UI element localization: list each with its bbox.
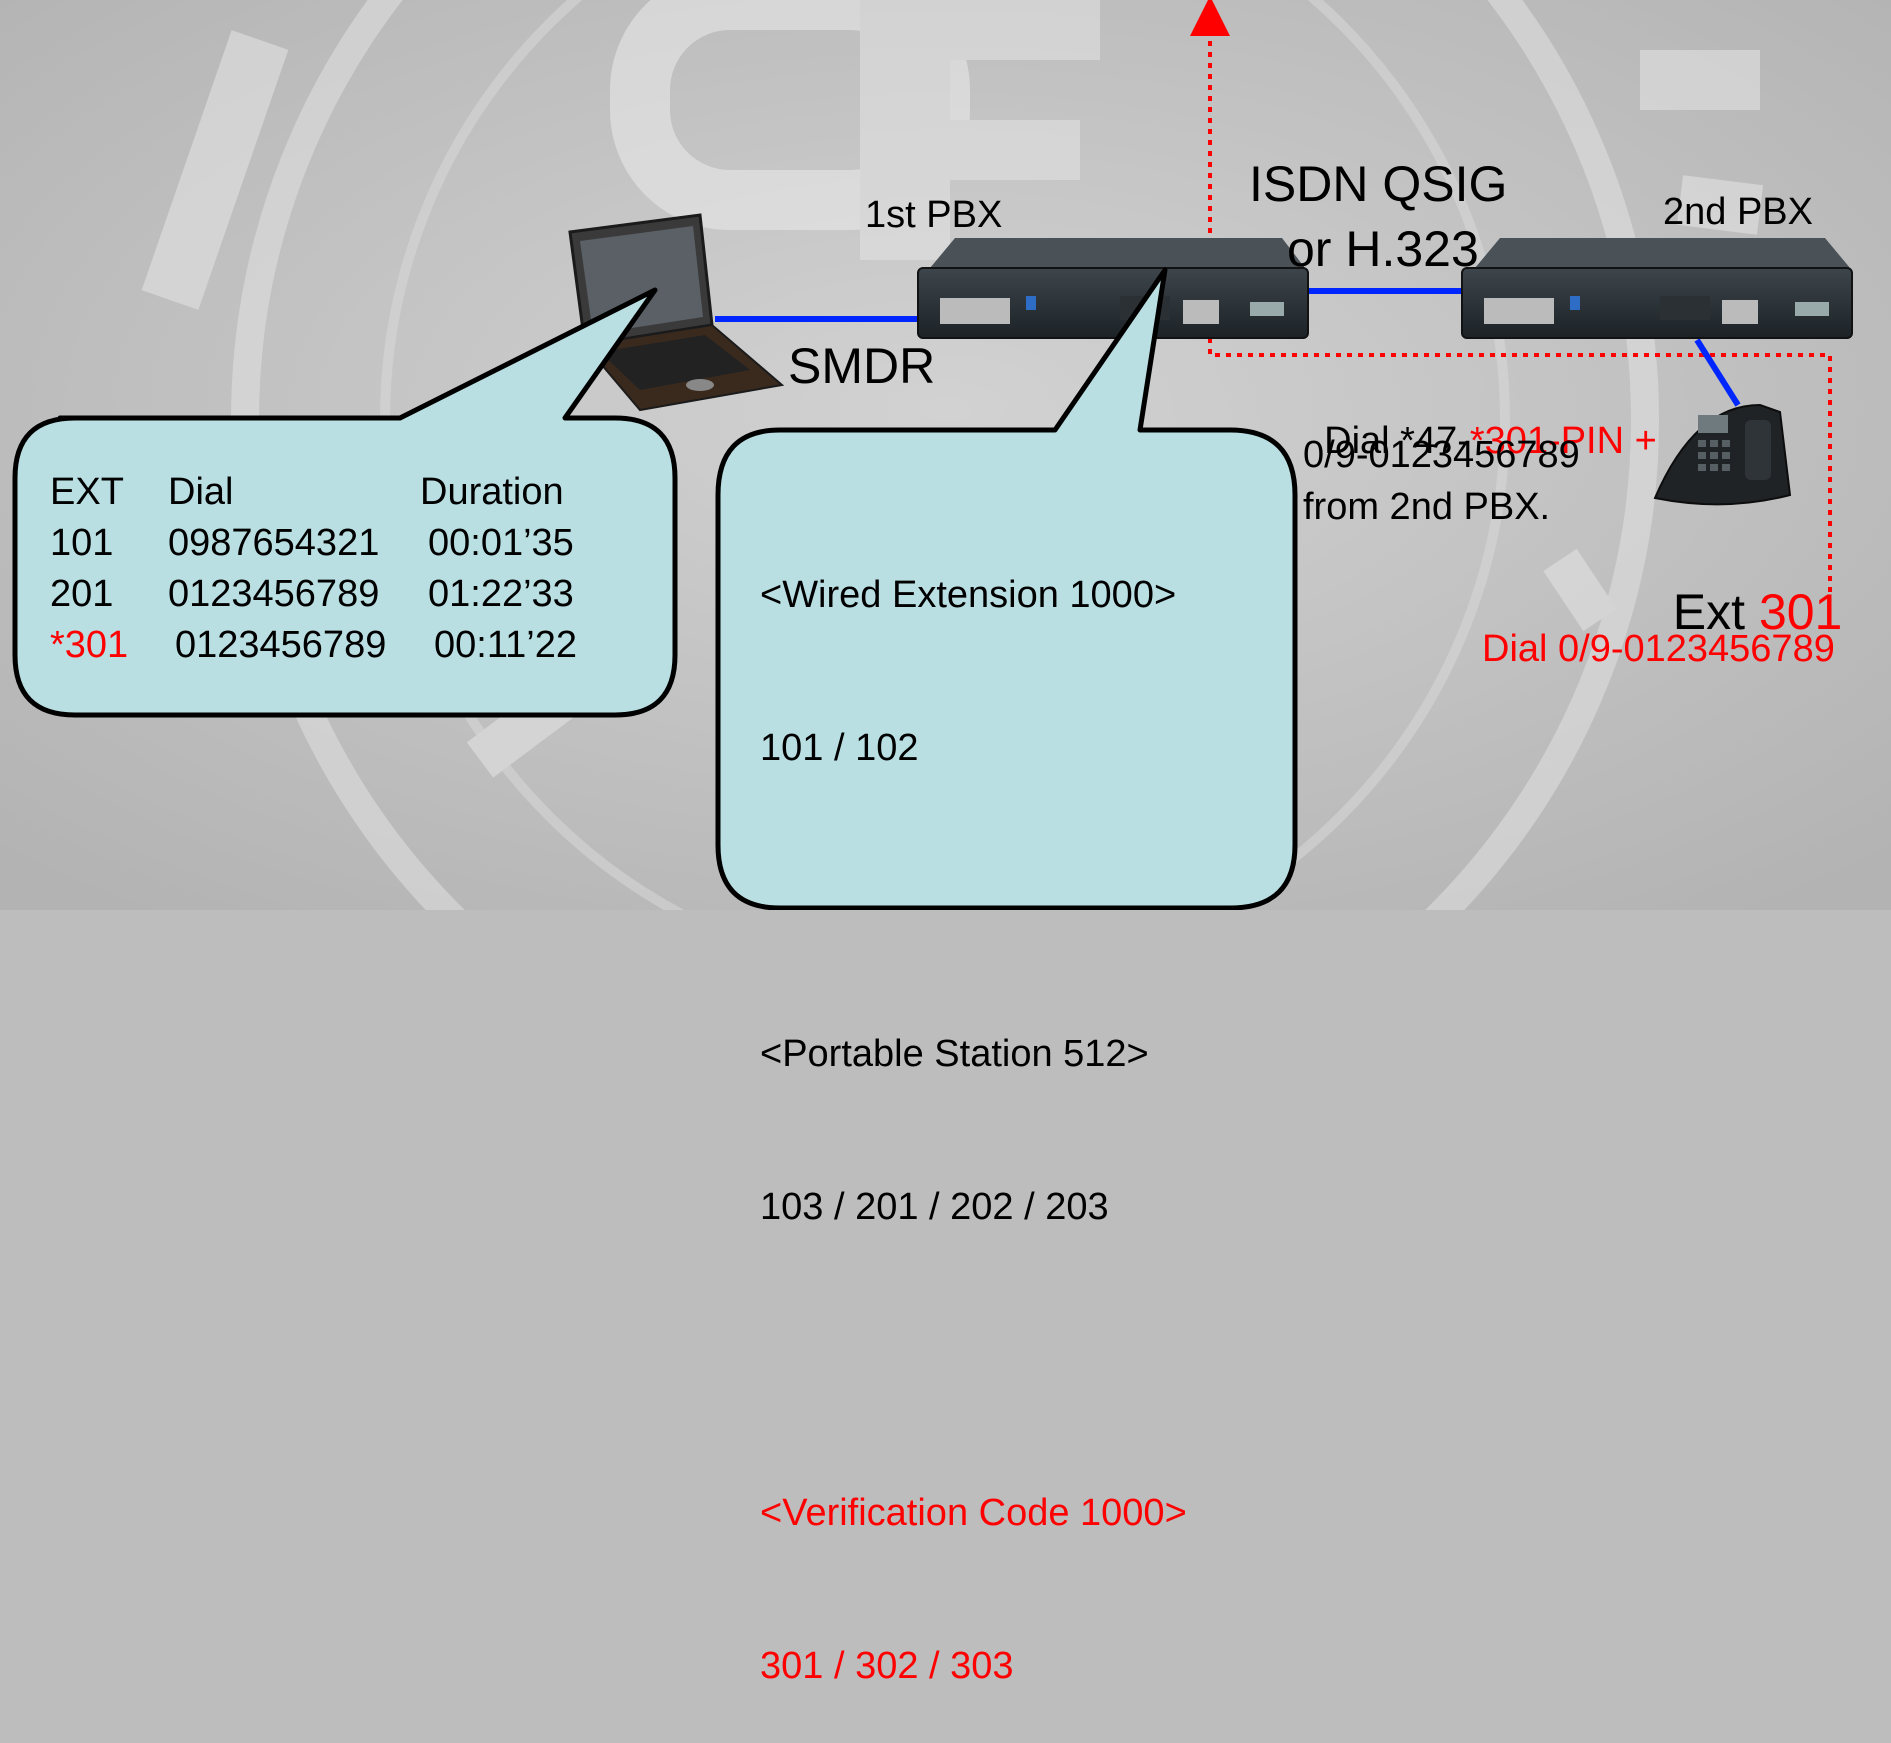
- telephone-icon: [1653, 403, 1792, 506]
- smdr-row-3-dial: 0123456789: [175, 624, 387, 666]
- pbx-2-label: 2nd PBX: [1663, 191, 1813, 233]
- extension-prefix: Ext: [1672, 584, 1759, 640]
- smdr-header-dial: Dial: [168, 471, 234, 513]
- dial-instruction-line1: Dial *47-*301-PIN +: [1303, 384, 1657, 460]
- smdr-row-1-duration: 00:01’35: [428, 522, 574, 564]
- extension-label: Ext 301: [1645, 537, 1843, 640]
- smdr-label: SMDR: [788, 338, 936, 394]
- smdr-row-1-dial: 0987654321: [168, 522, 380, 564]
- dial-instruction-line3: from 2nd PBX.: [1303, 486, 1551, 528]
- spacer: [760, 1335, 1187, 1386]
- pbx-1-label: 1st PBX: [865, 194, 1003, 236]
- spacer: [760, 876, 1187, 927]
- dial-instruction-line2: 0/9-0123456789: [1303, 434, 1580, 476]
- smdr-callout-bubble: [12, 287, 678, 718]
- laptop-icon: [568, 213, 785, 412]
- smdr-header-ext: EXT: [50, 471, 124, 513]
- smdr-row-3-duration: 00:11’22: [434, 624, 577, 666]
- smdr-header-duration: Duration: [420, 471, 564, 513]
- verification-code-values: 301 / 302 / 303: [760, 1645, 1014, 1687]
- smdr-row-2-duration: 01:22’33: [428, 573, 574, 615]
- smdr-row-3-ext: *301: [50, 624, 129, 666]
- smdr-row-2-ext: 201: [50, 573, 114, 615]
- smdr-row-1-ext: 101: [50, 522, 114, 564]
- link-label-line1: ISDN QSIG: [1249, 156, 1508, 212]
- dial-prefix: Dial *47-: [1324, 420, 1470, 462]
- portable-station-values: 103 / 201 / 202 / 203: [760, 1186, 1109, 1228]
- pbx-1-unit: [917, 238, 1309, 339]
- pbx-2-unit: [1461, 238, 1853, 339]
- wired-extension-values: 101 / 102: [760, 727, 919, 769]
- dial-verification-code: *301-PIN +: [1469, 420, 1657, 462]
- diagram-canvas: [0, 0, 1891, 910]
- wired-extension-title: <Wired Extension 1000>: [760, 574, 1177, 616]
- route-line: [1190, 0, 1832, 592]
- smdr-row-2-dial: 0123456789: [168, 573, 380, 615]
- portable-station-title: <Portable Station 512>: [760, 1033, 1149, 1075]
- link-label-line2: or H.323: [1287, 221, 1479, 277]
- phone-link-line: [1694, 338, 1741, 407]
- settings-callout-bubble: [715, 267, 1298, 910]
- verification-code-title: <Verification Code 1000>: [760, 1492, 1187, 1534]
- settings-text-block: <Wired Extension 1000> 101 / 102 <Portab…: [760, 468, 1187, 1743]
- dial-bottom-label: Dial 0/9-0123456789: [1482, 628, 1835, 670]
- extension-number: 301: [1758, 584, 1843, 640]
